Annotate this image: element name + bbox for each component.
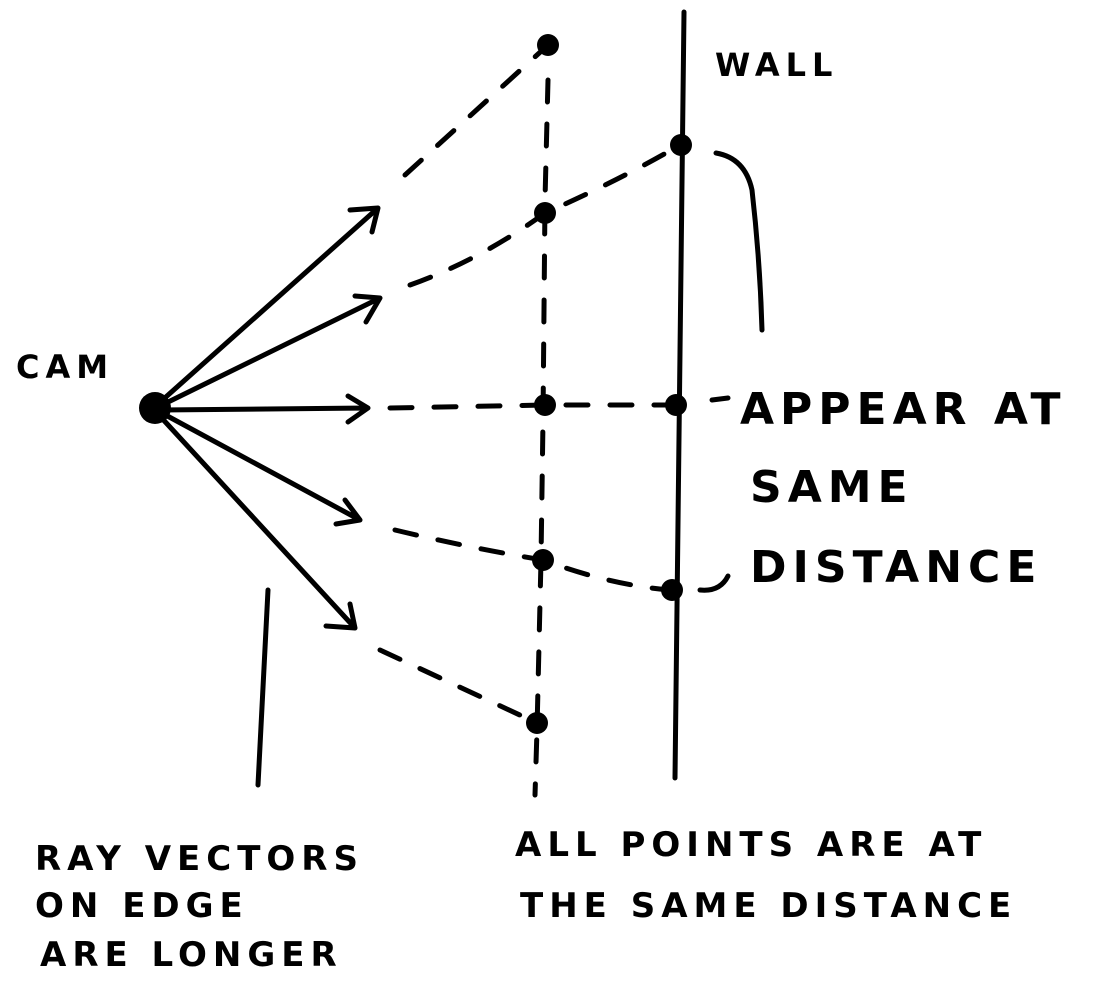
ray-arrow <box>155 205 381 407</box>
ray-vectors <box>155 205 383 631</box>
ray-pointer-line <box>255 587 271 788</box>
cam-label: CAM <box>16 348 114 386</box>
point <box>534 202 556 224</box>
wall-point <box>661 579 683 601</box>
ray-extension <box>377 647 540 726</box>
appear-label-2: SAME <box>750 462 914 513</box>
points <box>526 34 692 734</box>
wall-point <box>670 134 692 156</box>
pointer-line <box>697 573 731 593</box>
ray-extension <box>387 402 679 411</box>
ray-extensions <box>377 42 683 726</box>
bracket-line <box>713 150 765 333</box>
point <box>532 549 554 571</box>
point <box>537 34 559 56</box>
ray-arrow <box>157 393 371 425</box>
points-label-2: THE SAME DISTANCE <box>520 886 1017 926</box>
appear-label-3: DISTANCE <box>750 542 1042 593</box>
points-label-1: ALL POINTS ARE AT <box>515 825 987 865</box>
ray-arrow <box>157 409 363 527</box>
ray-label-2: ON EDGE <box>35 886 249 926</box>
ray-label-3: ARE LONGER <box>40 935 343 975</box>
appear-label-1: APPEAR AT <box>740 384 1067 435</box>
ray-label-1: RAY VECTORS <box>35 839 364 879</box>
wall-label: WALL <box>715 46 838 84</box>
equidistant-line <box>532 77 551 798</box>
point <box>526 712 548 734</box>
point <box>534 394 556 416</box>
ray-arrow <box>157 293 383 409</box>
wall-point <box>665 394 687 416</box>
ray-arrow <box>155 411 358 631</box>
ray-extension <box>402 42 551 178</box>
pointer-line <box>709 395 731 403</box>
